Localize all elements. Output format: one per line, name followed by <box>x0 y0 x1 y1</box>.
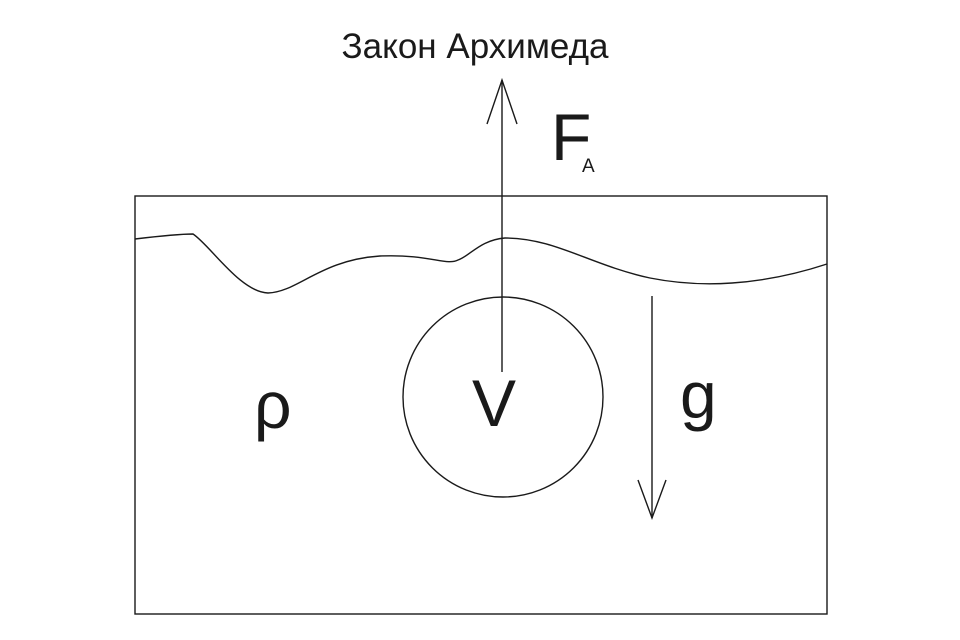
diagram-title: Закон Архимеда <box>342 27 609 66</box>
liquid-container <box>134 195 828 615</box>
buoyancy-force-subscript: A <box>582 156 595 177</box>
gravity-arrow <box>637 296 667 521</box>
submerged-body <box>402 296 604 498</box>
buoyancy-force-label: F <box>551 100 591 174</box>
density-label: ρ <box>254 368 292 442</box>
liquid-surface <box>134 233 828 294</box>
volume-label: V <box>472 366 516 440</box>
buoyancy-arrow <box>486 77 518 372</box>
gravity-label: g <box>680 358 717 432</box>
